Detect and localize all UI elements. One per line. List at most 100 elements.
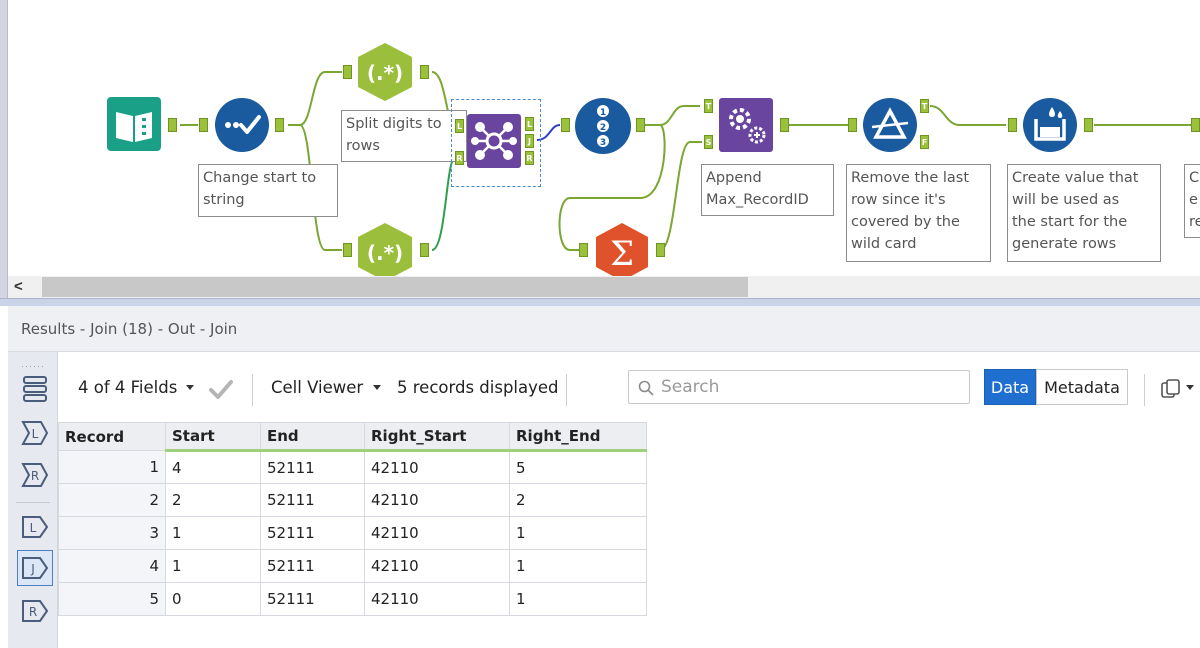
start-cell[interactable]: 4	[165, 450, 261, 484]
end-cell[interactable]: 52111	[260, 516, 365, 550]
records-view-button[interactable]	[20, 374, 50, 404]
formula-tool-2[interactable]	[1022, 97, 1078, 153]
column-header-record[interactable]: Record	[58, 422, 166, 451]
cell-viewer-selector[interactable]: Cell Viewer	[271, 378, 364, 397]
output-r-button[interactable]: R	[20, 596, 50, 626]
input-tool[interactable]	[106, 96, 162, 152]
summarize-in-anchor[interactable]	[579, 243, 588, 257]
data-view-button[interactable]: Data	[984, 369, 1036, 405]
results-toolbar: 4 of 4 Fields Cell Viewer 5 records disp…	[58, 352, 1200, 422]
scrollbar-thumb[interactable]	[42, 277, 748, 297]
filter-true-anchor[interactable]: T	[920, 99, 929, 113]
metadata-view-button[interactable]: Metadata	[1036, 369, 1128, 405]
formula2-out-anchor[interactable]	[1084, 118, 1093, 132]
append-fields-tool[interactable]	[718, 97, 774, 153]
formula-tool[interactable]	[214, 97, 270, 153]
record-number-cell[interactable]: 4	[58, 549, 166, 583]
start-cell[interactable]: 0	[165, 582, 261, 616]
right-end-cell[interactable]: 1	[509, 516, 647, 550]
records-displayed: 5 records displayed	[397, 378, 559, 397]
copy-dropdown-caret-icon[interactable]	[1186, 385, 1194, 390]
svg-text:R: R	[29, 605, 37, 619]
output-l-button[interactable]: L	[20, 512, 50, 542]
join-icon	[467, 114, 521, 168]
record-id-tool[interactable]: 1 2 3	[574, 97, 632, 155]
fields-selector[interactable]: 4 of 4 Fields	[78, 378, 178, 397]
right-end-cell[interactable]: 2	[509, 483, 647, 517]
right-end-cell[interactable]: 5	[509, 450, 647, 484]
start-cell[interactable]: 1	[165, 516, 261, 550]
regex-top-in-anchor[interactable]	[343, 65, 352, 79]
regex-icon: (.*)	[358, 223, 412, 281]
record-number-cell[interactable]: 2	[58, 483, 166, 517]
summarize-out-anchor[interactable]	[656, 243, 665, 257]
join-left-in-anchor[interactable]: L	[455, 119, 464, 133]
append-target-anchor[interactable]: T	[704, 99, 713, 113]
input-out-anchor[interactable]	[168, 118, 177, 132]
fields-dropdown-caret-icon[interactable]	[186, 385, 194, 390]
record-number-cell[interactable]: 3	[58, 516, 166, 550]
column-header-right-end[interactable]: Right_End	[509, 422, 647, 452]
filter-tool[interactable]	[862, 97, 918, 153]
join-tool[interactable]	[466, 113, 522, 169]
right-start-cell[interactable]: 42110	[364, 582, 510, 616]
right-start-cell[interactable]: 42110	[364, 483, 510, 517]
formula-out-anchor[interactable]	[275, 118, 284, 132]
workflow-canvas[interactable]: Change start to string (.*) Split digits…	[0, 0, 1200, 300]
join-r-out-anchor[interactable]: R	[525, 151, 534, 165]
svg-text:L: L	[30, 521, 37, 535]
join-l-out-anchor[interactable]: L	[525, 117, 534, 131]
regex-bottom-out-anchor[interactable]	[420, 243, 429, 257]
regex-bottom-in-anchor[interactable]	[343, 243, 352, 257]
end-cell[interactable]: 52111	[260, 549, 365, 583]
column-header-start[interactable]: Start	[165, 422, 261, 452]
recordid-in-anchor[interactable]	[561, 118, 570, 132]
search-input[interactable]	[661, 374, 961, 400]
right-start-cell[interactable]: 42110	[364, 516, 510, 550]
formula2-in-anchor[interactable]	[1008, 118, 1017, 132]
left-unjoined-button[interactable]: L	[20, 418, 50, 448]
end-cell[interactable]: 52111	[260, 582, 365, 616]
right-end-cell[interactable]: 1	[509, 582, 647, 616]
formula-in-anchor[interactable]	[199, 118, 208, 132]
join-right-in-anchor[interactable]: R	[455, 151, 464, 165]
summarize-icon: Σ	[596, 223, 648, 281]
output-j-button[interactable]: J	[17, 550, 53, 586]
right-start-cell[interactable]: 42110	[364, 549, 510, 583]
column-header-right-start[interactable]: Right_Start	[364, 422, 510, 452]
filter-false-anchor[interactable]: F	[920, 135, 929, 149]
summarize-tool[interactable]: Σ	[594, 222, 650, 281]
column-header-end[interactable]: End	[260, 422, 365, 452]
annotation-create-value: Create value that will be used as the st…	[1007, 164, 1161, 262]
recordid-out-anchor[interactable]	[636, 118, 645, 132]
record-number-cell[interactable]: 1	[58, 450, 166, 484]
end-cell[interactable]: 52111	[260, 483, 365, 517]
record-number-cell[interactable]: 5	[58, 582, 166, 616]
append-out-anchor[interactable]	[780, 118, 789, 132]
start-cell[interactable]: 1	[165, 549, 261, 583]
join-tool-selection[interactable]	[451, 99, 541, 187]
results-table: Record Start End Right_Start Right_End 1…	[58, 422, 647, 616]
search-field[interactable]	[628, 370, 970, 404]
join-j-out-anchor[interactable]: J	[525, 134, 534, 148]
cell-viewer-dropdown-caret-icon[interactable]	[373, 385, 381, 390]
wire-recordid-to-summarize	[558, 124, 666, 251]
right-start-cell[interactable]: 42110	[364, 450, 510, 484]
canvas-horizontal-scrollbar[interactable]: <	[8, 276, 1200, 298]
pane-splitter[interactable]	[0, 298, 1200, 306]
right-unjoined-button[interactable]: R	[20, 460, 50, 490]
next-tool-in-anchor[interactable]	[1191, 118, 1200, 132]
regex-tool-bottom[interactable]: (.*)	[356, 222, 414, 281]
apply-checkmark-icon[interactable]	[208, 378, 234, 400]
append-source-anchor[interactable]: S	[704, 135, 713, 149]
scroll-left-arrow[interactable]: <	[14, 278, 23, 295]
drag-grip-icon[interactable]: ······	[21, 361, 45, 371]
record-id-icon: 1 2 3	[575, 98, 631, 154]
filter-in-anchor[interactable]	[848, 118, 857, 132]
right-end-cell[interactable]: 1	[509, 549, 647, 583]
regex-top-out-anchor[interactable]	[420, 65, 429, 79]
end-cell[interactable]: 52111	[260, 450, 365, 484]
start-cell[interactable]: 2	[165, 483, 261, 517]
copy-icon[interactable]	[1160, 378, 1182, 400]
regex-tool-top[interactable]: (.*)	[356, 42, 414, 102]
